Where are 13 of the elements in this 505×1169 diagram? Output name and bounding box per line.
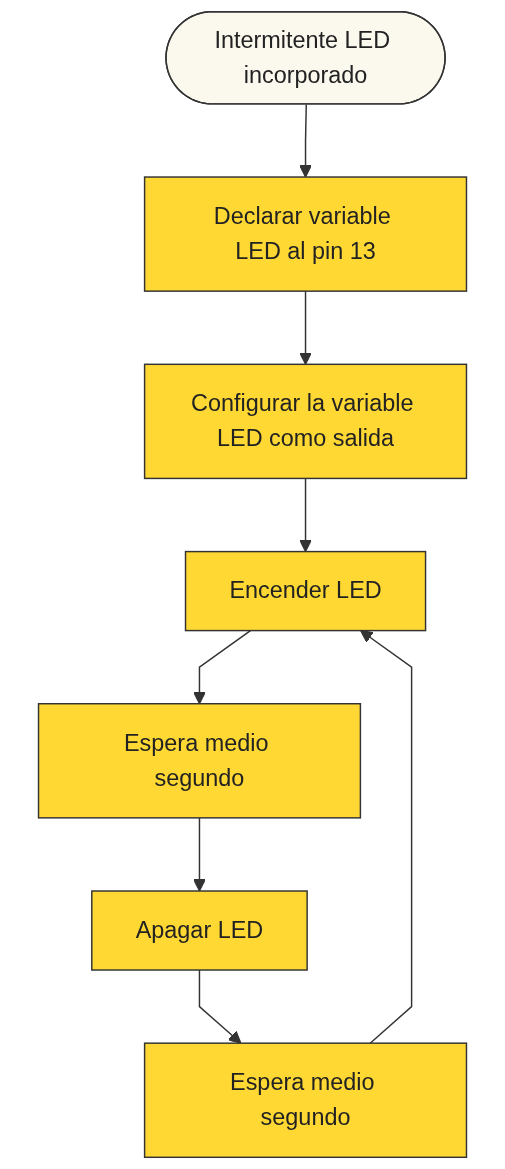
arrow xyxy=(193,629,252,705)
node-box: Encender LED xyxy=(184,550,427,632)
node-box: Declarar variable LED al pin 13 xyxy=(143,176,468,292)
node-box: Espera medio segundo xyxy=(143,1042,468,1159)
arrow xyxy=(299,290,312,365)
node-box: Configurar la variable LED como salida xyxy=(143,363,468,480)
arrow xyxy=(198,969,242,1044)
arrow xyxy=(299,103,312,178)
arrow xyxy=(360,630,413,1044)
node-box: Apagar LED xyxy=(91,890,308,971)
arrow xyxy=(193,817,206,892)
node-box: Espera medio segundo xyxy=(37,703,362,819)
arrow xyxy=(299,477,312,553)
